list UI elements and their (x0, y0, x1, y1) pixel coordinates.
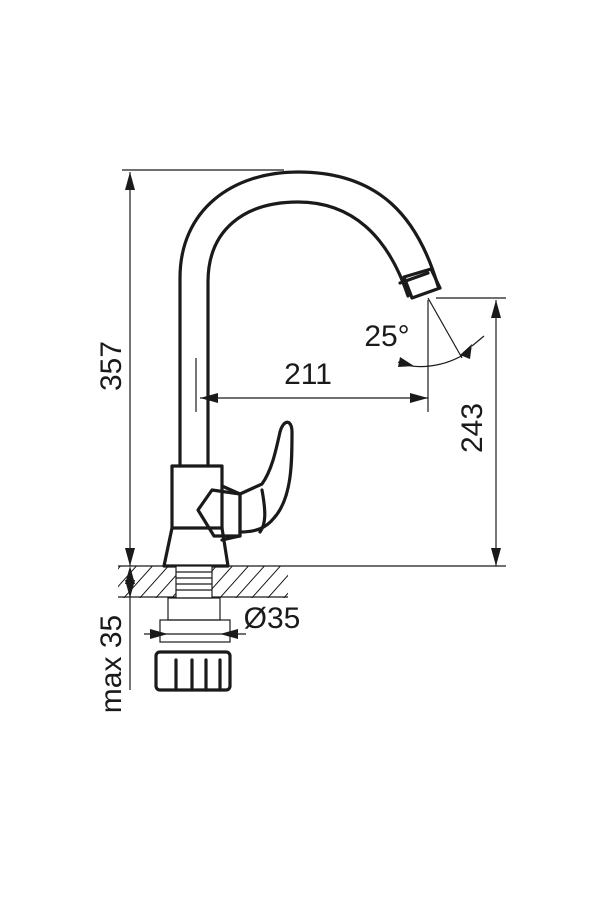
dimension-total-height: 357 (95, 169, 284, 566)
spout-height-label: 243 (456, 403, 489, 453)
dimension-spout-reach: 211 (200, 300, 429, 412)
swivel-angle-label: 25° (364, 320, 409, 353)
spout-tip (402, 267, 442, 300)
countertop-section (118, 565, 506, 599)
dimension-spout-height: 243 (436, 297, 506, 566)
faucet-body (170, 464, 224, 530)
lever-handle (238, 420, 294, 534)
dimension-mounting-hole: Ø35 (144, 602, 300, 639)
spout-reach-label: 211 (284, 358, 332, 391)
spout-outer-curve (178, 170, 440, 468)
dimension-swivel-angle: 25° (364, 297, 485, 368)
dimension-max-deck-thickness: max 35 (95, 566, 135, 713)
max-thickness-label: max 35 (95, 615, 128, 713)
mounting-hole-label: Ø35 (244, 602, 301, 635)
faucet-outline (162, 170, 442, 568)
mounting-nut (154, 597, 232, 692)
spout-inner-curve (206, 200, 410, 468)
total-height-label: 357 (95, 341, 128, 391)
